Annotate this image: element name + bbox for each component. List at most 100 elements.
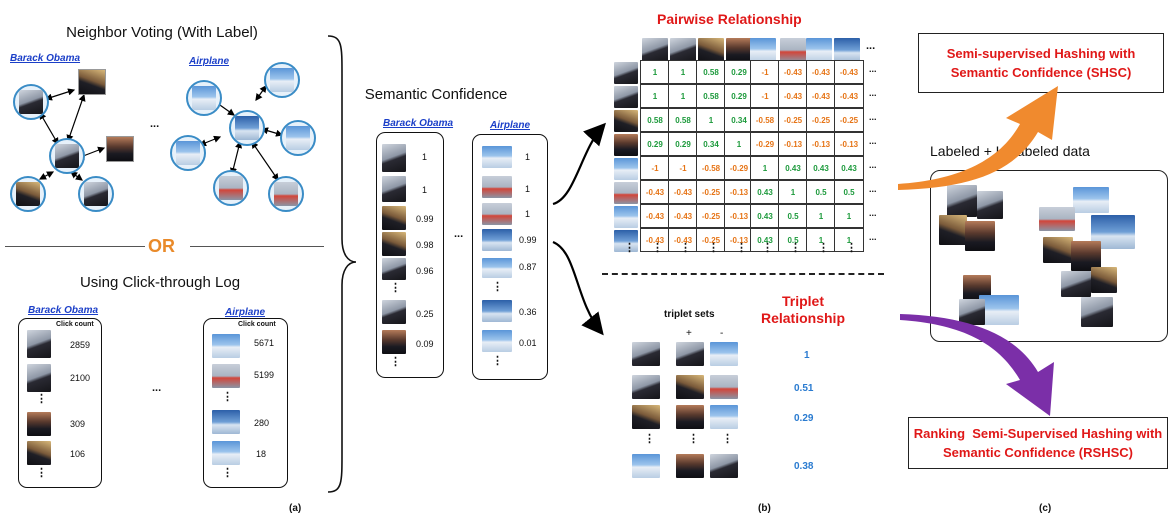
obama-photo xyxy=(1061,271,1091,297)
obama-node xyxy=(10,176,46,212)
confidence-score: 1 xyxy=(525,209,531,219)
airplane-node xyxy=(186,80,222,116)
pairwise-title: Pairwise Relationship xyxy=(657,11,802,27)
ellipsis: ... xyxy=(454,228,464,240)
airplane-photo xyxy=(192,86,216,110)
obama-photo xyxy=(16,182,40,206)
ellipsis: ⋮ xyxy=(846,242,857,254)
matrix-cell: 0.34 xyxy=(696,132,726,156)
shsc-title: Semi-supervised Hashing with Semantic Co… xyxy=(946,46,1136,80)
airplane-label-semantic: Airplane xyxy=(490,120,531,131)
panel-label-b: (b) xyxy=(758,503,771,514)
airplane-photo xyxy=(979,295,1019,325)
obama-photo xyxy=(55,144,79,168)
ellipsis: ⋮ xyxy=(818,242,829,254)
ellipsis: ... xyxy=(150,118,160,130)
airplane-photo xyxy=(614,158,638,180)
ellipsis: ⋮ xyxy=(762,242,773,254)
obama-photo xyxy=(382,258,406,280)
semantic-confidence-title: Semantic Confidence xyxy=(364,86,508,103)
obama-photo xyxy=(1091,267,1117,293)
obama-photo xyxy=(1043,237,1073,263)
ellipsis: ... xyxy=(152,382,162,394)
airplane-photo xyxy=(614,206,638,228)
matrix-cell: 0.43 xyxy=(834,156,864,180)
airplane-photo xyxy=(176,141,200,165)
matrix-cell: -0.25 xyxy=(696,204,726,228)
obama-photo xyxy=(1071,241,1101,271)
ellipsis: ... xyxy=(869,136,877,146)
ellipsis: ⋮ xyxy=(492,281,503,293)
confidence-score: 1 xyxy=(422,152,428,162)
click-through-title: Using Click-through Log xyxy=(79,274,241,291)
airplane-photo xyxy=(710,375,738,399)
matrix-cell: 1 xyxy=(834,204,864,228)
ellipsis: ⋮ xyxy=(36,393,47,405)
click-count: 2859 xyxy=(70,340,91,350)
matrix-cell: 0.58 xyxy=(668,108,698,132)
matrix-cell: -1 xyxy=(668,156,698,180)
confidence-score: 0.99 xyxy=(519,235,537,245)
obama-photo xyxy=(939,215,967,245)
matrix-cell: 1 xyxy=(806,204,836,228)
purple-arrow xyxy=(900,314,1054,416)
obama-photo xyxy=(27,441,51,465)
obama-photo xyxy=(19,90,43,114)
matrix-cell: 1 xyxy=(834,228,864,252)
matrix-cell: 0.29 xyxy=(668,132,698,156)
obama-photo xyxy=(959,299,985,325)
obama-label-neighbor: Barack Obama xyxy=(10,53,81,64)
matrix-cell: -0.25 xyxy=(834,108,864,132)
click-count: 18 xyxy=(256,449,267,459)
airplane-photo xyxy=(270,68,294,92)
ellipsis: ⋮ xyxy=(390,282,401,294)
obama-photo xyxy=(670,38,696,62)
airplane-confidence-box xyxy=(472,134,548,380)
ellipsis: ⋮ xyxy=(222,391,233,403)
airplane-photo xyxy=(710,342,738,366)
obama-photo xyxy=(27,330,51,358)
airplane-node xyxy=(280,120,316,156)
triplet-sets-label: triplet sets xyxy=(664,309,715,320)
click-count: 106 xyxy=(70,449,86,459)
ellipsis: ⋮ xyxy=(36,467,47,479)
ellipsis: ⋮ xyxy=(680,242,691,254)
obama-photo xyxy=(382,300,406,324)
confidence-score: 0.36 xyxy=(519,307,537,317)
obama-photo xyxy=(27,412,51,436)
data-pool-box xyxy=(930,170,1168,342)
ellipsis: ... xyxy=(869,232,877,242)
obama-photo xyxy=(632,405,660,429)
obama-photo xyxy=(726,38,752,62)
matrix-cell: 0.58 xyxy=(696,60,726,84)
obama-confidence-box xyxy=(376,132,444,378)
matrix-cell: 0.43 xyxy=(806,156,836,180)
airplane-photo xyxy=(632,454,660,478)
airplane-node xyxy=(264,62,300,98)
triplet-value: 0.51 xyxy=(794,383,814,394)
airplane-photo xyxy=(482,203,512,225)
obama-photo xyxy=(84,182,108,206)
obama-photo xyxy=(382,330,406,354)
obama-photo xyxy=(710,454,738,478)
airplane-node xyxy=(213,170,249,206)
obama-photo xyxy=(1081,297,1113,327)
airplane-photo xyxy=(235,116,259,140)
obama-node xyxy=(13,84,49,120)
obama-photo xyxy=(382,232,406,256)
minus-sign: - xyxy=(720,328,724,339)
matrix-cell: -0.25 xyxy=(696,180,726,204)
confidence-score: 1 xyxy=(525,152,531,162)
airplane-photo xyxy=(614,182,638,204)
or-text: OR xyxy=(148,236,175,256)
matrix-cell: -0.25 xyxy=(806,108,836,132)
airplane-node xyxy=(170,135,206,171)
obama-photo xyxy=(106,136,134,162)
matrix-cell: 1 xyxy=(640,60,670,84)
click-count: 5671 xyxy=(254,338,275,348)
click-count: 309 xyxy=(70,419,86,429)
panel-label-a: (a) xyxy=(289,503,302,514)
matrix-cell: 0.43 xyxy=(750,204,780,228)
obama-photo xyxy=(78,69,106,95)
airplane-photo xyxy=(212,364,240,388)
